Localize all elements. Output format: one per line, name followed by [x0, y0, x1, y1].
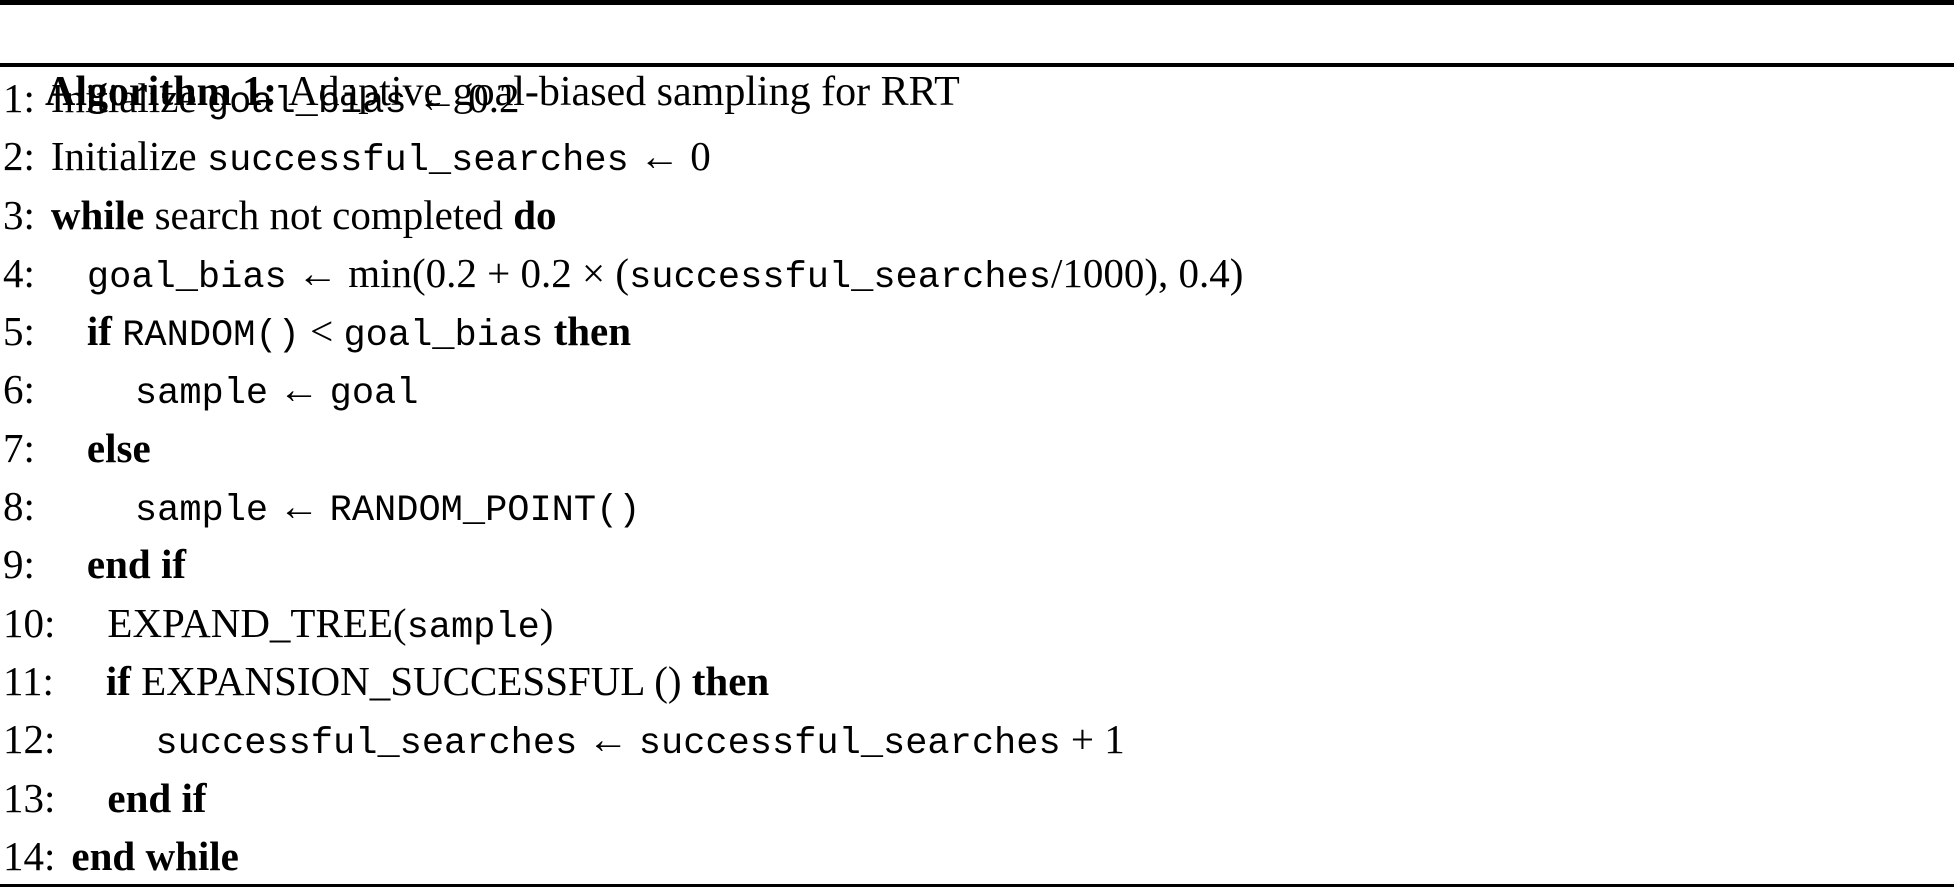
algorithm-line: 1:Initialize goal_bias ← 0.2: [0, 69, 1954, 127]
line-number: 12:: [3, 716, 56, 763]
code-segment: sample: [134, 373, 269, 416]
algorithm-line: 9: end if: [0, 535, 1954, 593]
line-content: end while: [55, 833, 238, 879]
line-number: 5:: [3, 308, 35, 355]
algorithm-title: Adaptive goal-biased sampling for RRT: [288, 69, 960, 115]
algorithm-line: 7: else: [0, 419, 1954, 477]
line-content: while search not completed do: [35, 192, 557, 238]
code-segment: ←: [268, 366, 330, 413]
code-segment: [112, 308, 122, 354]
line-number: 13:: [3, 774, 56, 821]
code-segment: (: [392, 599, 407, 646]
line-content: Initialize successful_searches ← 0: [35, 133, 711, 183]
line-content: if RANDOM() < goal_bias then: [35, 308, 632, 358]
algorithm-header: Algorithm 1:Adaptive goal-biased samplin…: [0, 5, 1954, 115]
code-segment: successful_searches: [206, 140, 629, 183]
code-segment: successful_searches: [638, 723, 1061, 766]
line-number: 10:: [3, 599, 56, 646]
algorithm-line: 12:successful_searches ← successful_sear…: [0, 710, 1954, 768]
code-segment: goal: [329, 373, 419, 416]
code-segment: end if: [86, 541, 187, 588]
line-content: if EXPANSION_SUCCESSFUL () then: [54, 658, 769, 704]
code-segment: sample: [134, 490, 269, 533]
line-number: 8:: [3, 483, 35, 530]
code-segment: end if: [107, 774, 207, 821]
line-number: 4:: [3, 249, 35, 296]
line-content: successful_searches ← successful_searche…: [55, 716, 1125, 766]
code-segment: Initialize: [50, 133, 207, 180]
code-segment: do: [513, 191, 557, 238]
line-content: else: [35, 425, 151, 471]
code-segment: search not completed: [144, 191, 514, 238]
code-segment: sample: [406, 606, 540, 649]
header-rule: [0, 63, 1954, 67]
code-segment: if: [86, 308, 112, 355]
algorithm-label: Algorithm 1:: [45, 69, 278, 115]
code-segment: ← 0: [628, 133, 711, 180]
code-segment: goal_bias: [86, 256, 287, 299]
code-segment: ← 0.2: [406, 75, 520, 121]
line-number: 7:: [3, 424, 35, 471]
algorithm-line: 11:if EXPANSION_SUCCESSFUL () then: [0, 652, 1954, 710]
line-number: 2:: [3, 133, 35, 180]
algorithm-line: 4:goal_bias ← min(0.2 + 0.2 × (successfu…: [0, 244, 1954, 302]
code-segment: /1000), 0.4): [1050, 249, 1244, 296]
code-segment: [131, 658, 141, 704]
code-segment: successful_searches: [155, 723, 578, 766]
algorithm-line: 2:Initialize successful_searches ← 0: [0, 127, 1954, 185]
code-segment: else: [86, 424, 151, 471]
line-content: EXPAND_TREE(sample): [55, 599, 554, 649]
line-number: 3:: [3, 191, 35, 238]
code-segment: ←: [577, 716, 639, 763]
code-segment: successful_searches: [629, 256, 1051, 299]
code-segment: goal_bias: [206, 82, 407, 124]
algorithm-line: 6:sample ← goal: [0, 360, 1954, 418]
code-segment: ): [539, 599, 554, 646]
code-segment: ← min(0.2 + 0.2 × (: [286, 249, 630, 296]
line-number: 14:: [3, 832, 56, 879]
algorithm-line: 10:EXPAND_TREE(sample): [0, 594, 1954, 652]
top-rule: [0, 0, 1954, 5]
line-number: 6:: [3, 366, 35, 413]
line-content: goal_bias ← min(0.2 + 0.2 × (successful_…: [35, 249, 1244, 299]
algorithm-line: 5:if RANDOM() < goal_bias then: [0, 302, 1954, 360]
code-segment: while: [50, 191, 145, 238]
code-segment: ←: [268, 483, 330, 530]
bottom-rule: [0, 884, 1954, 887]
code-segment: [543, 308, 553, 354]
code-segment: then: [691, 657, 770, 704]
code-segment: end while: [71, 832, 239, 879]
code-segment: + 1: [1060, 716, 1125, 763]
code-segment: (): [643, 657, 692, 704]
algorithm-line: 3:while search not completed do: [0, 186, 1954, 244]
line-number: 11:: [3, 657, 54, 704]
line-number: 1:: [3, 75, 35, 121]
line-content: end if: [35, 541, 186, 587]
algorithm-line: 13: end if: [0, 769, 1954, 827]
line-content: sample ← RANDOM_POINT(): [35, 483, 641, 533]
code-segment: then: [553, 308, 632, 355]
code-segment: RANDOM(): [122, 315, 300, 358]
code-segment: Initialize: [50, 75, 207, 121]
code-segment: goal_bias: [343, 315, 544, 358]
line-content: Initialize goal_bias ← 0.2: [35, 75, 520, 124]
code-segment: EXPAND_TREE: [107, 599, 393, 646]
code-segment: if: [105, 657, 131, 704]
line-number: 9:: [3, 541, 35, 588]
code-segment: <: [299, 308, 344, 355]
code-segment: EXPANSION_SUCCESSFUL: [141, 657, 644, 704]
algorithm-line: 14: end while: [0, 827, 1954, 885]
code-segment: RANDOM_POINT(): [329, 490, 641, 533]
algorithm-line: 8:sample ← RANDOM_POINT(): [0, 477, 1954, 535]
line-content: sample ← goal: [35, 366, 419, 416]
line-content: end if: [55, 775, 206, 821]
